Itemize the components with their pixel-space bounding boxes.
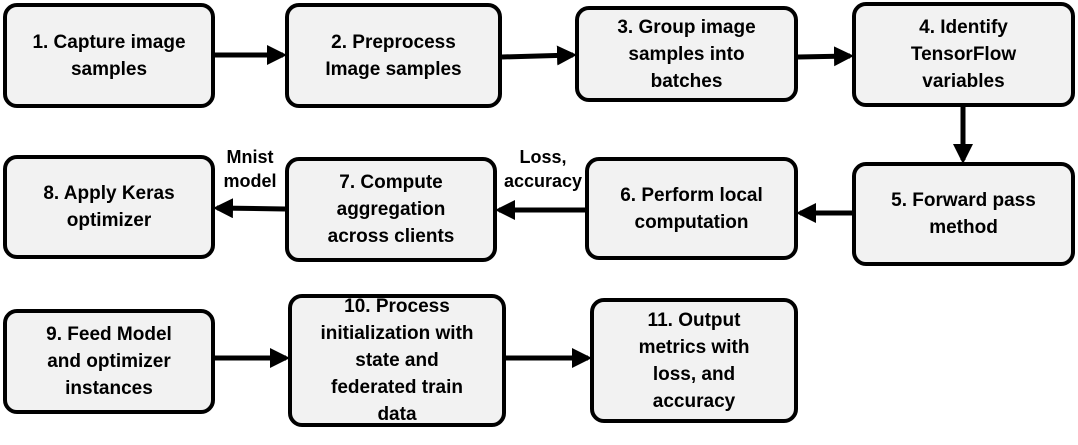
step-5-box: 5. Forward pass method — [852, 162, 1075, 266]
step-3-label: 3. Group image samples into batches — [617, 16, 756, 92]
step-10-label: 10. Process initialization with state an… — [320, 296, 474, 425]
step-8-label: 8. Apply Keras optimizer — [43, 183, 175, 231]
step-11-label: 11. Output metrics with loss, and accura… — [638, 309, 750, 412]
step-1-label: 1. Capture image samples — [32, 31, 186, 80]
step-11-box: 11. Output metrics with loss, and accura… — [590, 298, 798, 423]
step-1-box: 1. Capture image samples — [3, 3, 215, 108]
arrow-step2-to-step3 — [501, 45, 577, 66]
step-9-box: 9. Feed Model and optimizer instances — [3, 309, 215, 414]
step-8-box: 8. Apply Keras optimizer — [3, 155, 215, 259]
step-4-box: 4. Identify TensorFlow variables — [852, 2, 1075, 107]
step-4-label: 4. Identify TensorFlow variables — [910, 17, 1017, 92]
step-7-label: 7. Compute aggregation across clients — [327, 172, 455, 247]
step-9-label: 9. Feed Model and optimizer instances — [46, 324, 172, 399]
step-2-box: 2. Preprocess Image samples — [285, 3, 502, 108]
step-3-box: 3. Group image samples into batches — [575, 6, 798, 102]
step-10-box: 10. Process initialization with state an… — [288, 294, 506, 427]
step-6-label: 6. Perform local computation — [620, 184, 763, 233]
arrow-step7-to-step8 — [213, 198, 286, 219]
step-2-label: 2. Preprocess Image samples — [325, 31, 462, 80]
arrow-step3-to-step4 — [797, 46, 854, 67]
edge-label-mnist-model: Mnist model — [223, 147, 277, 191]
step-7-box: 7. Compute aggregation across clients — [285, 157, 497, 262]
edge-label-loss-accuracy: Loss, accuracy — [503, 147, 583, 191]
step-6-box: 6. Perform local computation — [585, 157, 798, 260]
step-5-label: 5. Forward pass method — [891, 190, 1036, 238]
